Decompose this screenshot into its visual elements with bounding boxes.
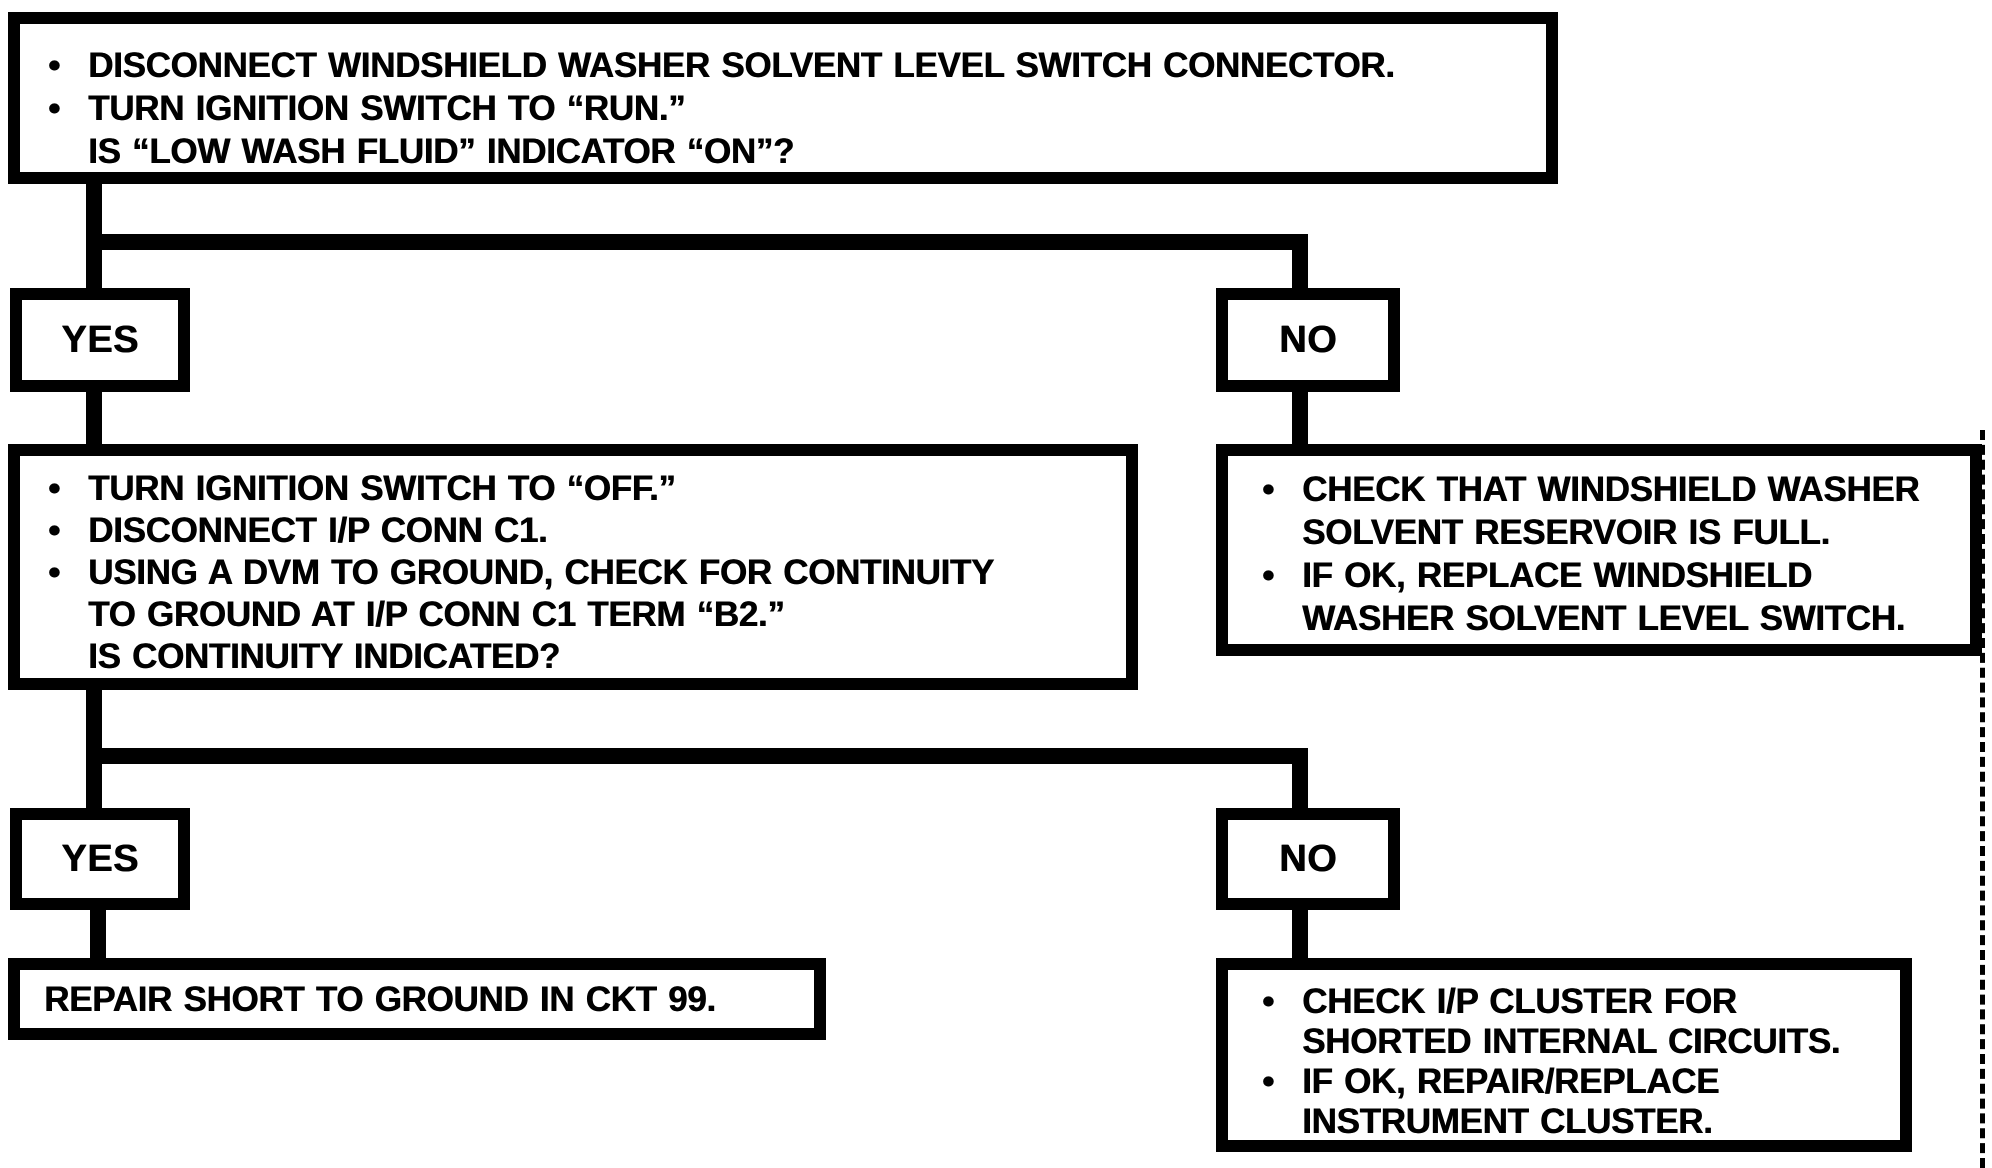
- connector-yes2-stem: [86, 764, 102, 810]
- connector-yes2-down: [90, 908, 106, 960]
- instruction-text: DISCONNECT I/P CONN C1.: [88, 511, 548, 550]
- instruction-text: CHECK THAT WINDSHIELD WASHER: [1302, 470, 1920, 509]
- instruction-text: SOLVENT RESERVOIR IS FULL.: [1302, 513, 1830, 552]
- decision-box-step1: • DISCONNECT WINDSHIELD WASHER SOLVENT L…: [8, 12, 1558, 184]
- instruction-text: IF OK, REPAIR/REPLACE: [1302, 1062, 1720, 1101]
- yes-label: YES: [61, 837, 139, 880]
- instruction-text: SHORTED INTERNAL CIRCUITS.: [1302, 1022, 1841, 1061]
- instruction-text: INSTRUMENT CLUSTER.: [1302, 1102, 1713, 1141]
- action-box-step3-no: • CHECK I/P CLUSTER FOR SHORTED INTERNAL…: [1216, 958, 1912, 1152]
- question-text: IS “LOW WASH FLUID” INDICATOR “ON”?: [88, 132, 794, 171]
- yes-box-2: YES: [10, 808, 190, 910]
- bullet-marker: •: [1262, 556, 1274, 595]
- instruction-line: • CHECK I/P CLUSTER FOR: [1262, 982, 1892, 1022]
- no-label: NO: [1279, 318, 1337, 361]
- no-box-2: NO: [1216, 808, 1400, 910]
- question-line: IS CONTINUITY INDICATED?: [48, 636, 1118, 678]
- instruction-continuation: TO GROUND AT I/P CONN C1 TERM “B2.”: [48, 594, 1118, 636]
- connector-step2-trunk: [86, 688, 102, 752]
- connector-no2-stem: [1292, 764, 1308, 810]
- instruction-text: TURN IGNITION SWITCH TO “RUN.”: [88, 89, 686, 128]
- connector-branch1-horizontal: [86, 234, 1308, 250]
- yes-label: YES: [61, 318, 139, 361]
- bullet-marker: •: [48, 511, 60, 550]
- instruction-line: • DISCONNECT WINDSHIELD WASHER SOLVENT L…: [48, 44, 1532, 87]
- instruction-line: • DISCONNECT I/P CONN C1.: [48, 510, 1118, 552]
- action-text: REPAIR SHORT TO GROUND IN CKT 99.: [44, 979, 716, 1019]
- decision-box-step2-yes: • TURN IGNITION SWITCH TO “OFF.” • DISCO…: [8, 444, 1138, 690]
- instruction-continuation: WASHER SOLVENT LEVEL SWITCH.: [1262, 597, 1962, 640]
- bullet-marker: •: [48, 89, 60, 128]
- bullet-marker: •: [1262, 470, 1274, 509]
- instruction-continuation: SOLVENT RESERVOIR IS FULL.: [1262, 511, 1962, 554]
- instruction-text: TO GROUND AT I/P CONN C1 TERM “B2.”: [88, 595, 785, 634]
- instruction-text: USING A DVM TO GROUND, CHECK FOR CONTINU…: [88, 553, 994, 592]
- bullet-marker: •: [1262, 982, 1274, 1021]
- instruction-continuation: INSTRUMENT CLUSTER.: [1262, 1102, 1892, 1142]
- yes-box-1: YES: [10, 288, 190, 392]
- connector-branch2-horizontal: [86, 748, 1308, 764]
- instruction-line: • TURN IGNITION SWITCH TO “RUN.”: [48, 87, 1532, 130]
- connector-no1-stem: [1292, 234, 1308, 290]
- connector-no1-down: [1292, 390, 1308, 446]
- bullet-marker: •: [48, 46, 60, 85]
- question-text: IS CONTINUITY INDICATED?: [88, 637, 560, 676]
- instruction-text: IF OK, REPLACE WINDSHIELD: [1302, 556, 1812, 595]
- action-box-step2-no: • CHECK THAT WINDSHIELD WASHER SOLVENT R…: [1216, 444, 1982, 656]
- instruction-text: DISCONNECT WINDSHIELD WASHER SOLVENT LEV…: [88, 46, 1395, 85]
- instruction-text: TURN IGNITION SWITCH TO “OFF.”: [88, 469, 676, 508]
- instruction-line: • IF OK, REPAIR/REPLACE: [1262, 1062, 1892, 1102]
- action-box-step3-yes: REPAIR SHORT TO GROUND IN CKT 99.: [8, 958, 826, 1040]
- connector-yes1-down: [86, 390, 102, 446]
- connector-no2-down: [1292, 908, 1308, 960]
- bullet-marker: •: [48, 469, 60, 508]
- instruction-line: • USING A DVM TO GROUND, CHECK FOR CONTI…: [48, 552, 1118, 594]
- instruction-text: WASHER SOLVENT LEVEL SWITCH.: [1302, 599, 1906, 638]
- instruction-line: • TURN IGNITION SWITCH TO “OFF.”: [48, 468, 1118, 510]
- instruction-text: CHECK I/P CLUSTER FOR: [1302, 982, 1737, 1021]
- question-line: IS “LOW WASH FLUID” INDICATOR “ON”?: [48, 130, 1532, 173]
- no-label: NO: [1279, 837, 1337, 880]
- instruction-line: • IF OK, REPLACE WINDSHIELD: [1262, 554, 1962, 597]
- bullet-marker: •: [48, 553, 60, 592]
- instruction-line: • CHECK THAT WINDSHIELD WASHER: [1262, 468, 1962, 511]
- instruction-continuation: SHORTED INTERNAL CIRCUITS.: [1262, 1022, 1892, 1062]
- page-edge-dashed-artifact: [1980, 430, 1985, 1168]
- no-box-1: NO: [1216, 288, 1400, 392]
- bullet-marker: •: [1262, 1062, 1274, 1101]
